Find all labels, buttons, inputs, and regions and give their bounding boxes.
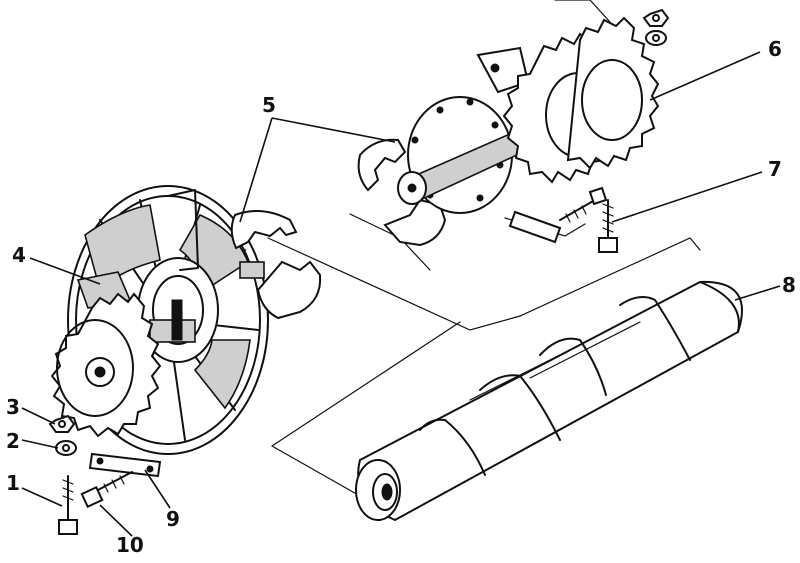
nut-3 bbox=[48, 414, 76, 433]
washer-2 bbox=[55, 440, 77, 456]
callout-7: 7 bbox=[768, 157, 782, 181]
callout-3: 3 bbox=[6, 395, 20, 419]
plate-9 bbox=[88, 452, 162, 478]
right-plate-5 bbox=[357, 138, 447, 247]
bolt-1 bbox=[58, 475, 78, 535]
left-plate-5 bbox=[230, 210, 322, 320]
callout-10: 10 bbox=[116, 533, 144, 557]
leader-lines bbox=[21, 51, 781, 537]
left-sprocket bbox=[50, 292, 162, 438]
callout-6: 6 bbox=[768, 37, 782, 61]
right-sprockets bbox=[502, 16, 660, 184]
bolt-10 bbox=[80, 471, 133, 509]
callout-8: 8 bbox=[782, 273, 796, 297]
callout-4: 4 bbox=[12, 243, 26, 267]
bolt-7 bbox=[598, 199, 618, 253]
callout-1: 1 bbox=[6, 471, 20, 495]
top-right-nuts bbox=[642, 8, 670, 46]
callout-9: 9 bbox=[166, 507, 180, 531]
right-small-bolt bbox=[508, 186, 608, 244]
spiral-cylinder-8 bbox=[355, 280, 743, 522]
callout-2: 2 bbox=[6, 429, 20, 453]
callout-5: 5 bbox=[262, 93, 276, 117]
